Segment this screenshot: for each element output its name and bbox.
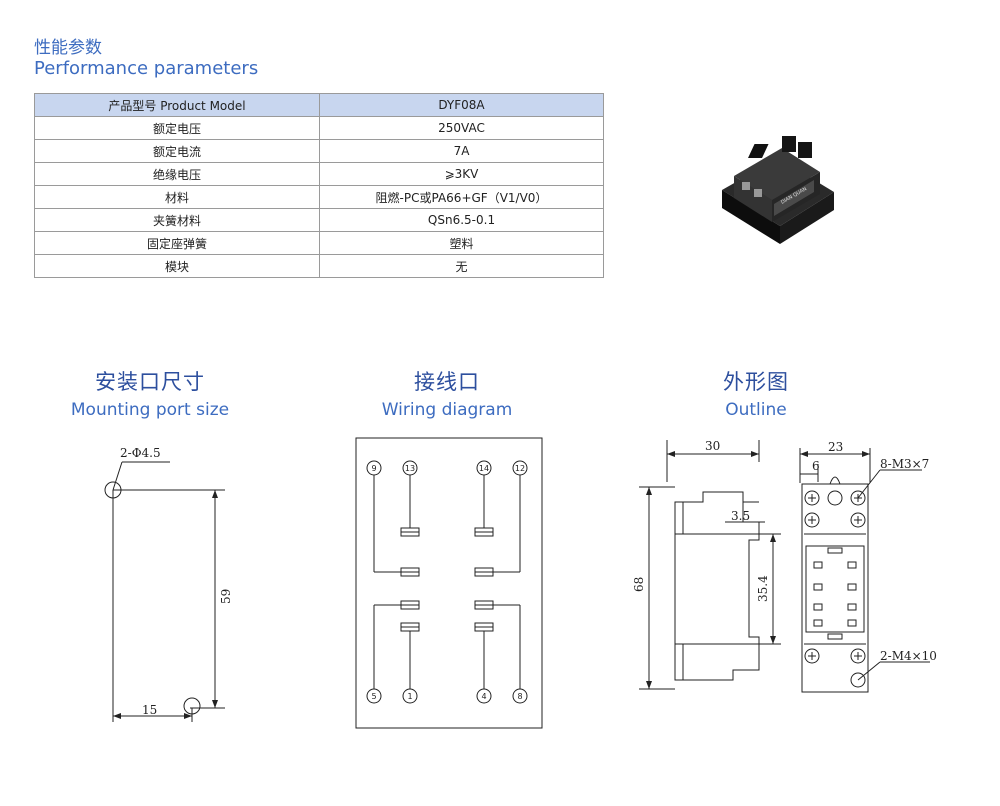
table-header-row: 产品型号 Product Model DYF08A	[34, 93, 604, 117]
pin-9-label: 9	[371, 464, 376, 473]
wiring-title-en: Wiring diagram	[381, 400, 513, 420]
mounting-height-label: 59	[219, 589, 233, 604]
mounting-title-en: Mounting port size	[70, 400, 230, 420]
pin-14-label: 14	[479, 464, 489, 473]
table-header-value: DYF08A	[319, 93, 604, 117]
row-label: 模块	[34, 254, 320, 278]
row-value: QSn6.5-0.1	[319, 208, 604, 232]
row-label: 额定电压	[34, 116, 320, 140]
pin-8-label: 8	[517, 692, 522, 701]
mounting-width-label: 15	[142, 703, 157, 717]
mounting-section-title: 安装口尺寸 Mounting port size	[50, 366, 250, 420]
outline-title-zh: 外形图	[723, 370, 789, 394]
table-row: 材料阻燃-PC或PA66+GF（V1/V0）	[34, 185, 604, 209]
table-row: 模块无	[34, 254, 604, 278]
row-value: 无	[319, 254, 604, 278]
outline-step-label: 3.5	[731, 509, 750, 523]
row-label: 绝缘电压	[34, 162, 320, 186]
pin-12-label: 12	[515, 464, 525, 473]
mounting-drawing: 2-Φ4.5 59 15	[104, 446, 233, 722]
table-header-label: 产品型号 Product Model	[34, 93, 320, 117]
screw-top-label: 8-M3×7	[880, 457, 929, 471]
wiring-drawing: 9 13 14 12 5 1 4 8	[355, 437, 543, 729]
outline-front-small-label: 6	[812, 459, 820, 473]
row-label: 固定座弹簧	[34, 231, 320, 255]
section-title-zh: 性能参数	[34, 38, 102, 58]
wiring-section-title: 接线口 Wiring diagram	[347, 366, 547, 420]
row-label: 夹簧材料	[34, 208, 320, 232]
screw-bottom-label: 2-M4×10	[880, 649, 937, 663]
outline-front-width-label: 23	[828, 440, 843, 454]
section-title-en: Performance parameters	[34, 58, 259, 79]
row-label: 额定电流	[34, 139, 320, 163]
pin-13-label: 13	[405, 464, 415, 473]
outline-width-label: 30	[705, 439, 720, 453]
outline-height-label: 68	[632, 577, 646, 592]
table-row: 固定座弹簧塑料	[34, 231, 604, 255]
row-value: 阻燃-PC或PA66+GF（V1/V0）	[319, 185, 604, 209]
outline-inner-label: 35.4	[756, 575, 770, 602]
pin-1-label: 1	[407, 692, 412, 701]
product-image: DIAN QUAN	[722, 136, 834, 244]
pin-5-label: 5	[371, 692, 376, 701]
mounting-title-zh: 安装口尺寸	[95, 370, 205, 394]
mounting-hole-label: 2-Φ4.5	[120, 446, 161, 460]
row-label: 材料	[34, 185, 320, 209]
outline-front-drawing: 23 6 8-M3×7 2-M4×10	[799, 440, 937, 693]
outline-side-drawing: 30 3.5 68 35.4	[632, 439, 781, 690]
row-value: 塑料	[319, 231, 604, 255]
outline-section-title: 外形图 Outline	[656, 366, 856, 420]
row-value: 7A	[319, 139, 604, 163]
row-value: 250VAC	[319, 116, 604, 140]
outline-title-en: Outline	[725, 400, 787, 420]
table-row: 绝缘电压⩾3KV	[34, 162, 604, 186]
pin-4-label: 4	[481, 692, 486, 701]
row-value: ⩾3KV	[319, 162, 604, 186]
wiring-title-zh: 接线口	[414, 370, 480, 394]
